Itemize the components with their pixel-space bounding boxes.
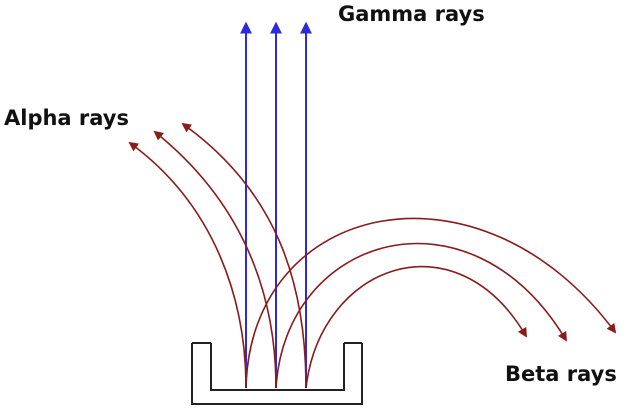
beta-ray-2 [275, 242, 567, 389]
beta-rays [245, 217, 617, 389]
gamma-rays [240, 21, 312, 388]
alpha-ray-3 [181, 122, 307, 389]
alpha-ray-2 [153, 130, 277, 389]
alpha-ray-1 [128, 141, 247, 389]
source-container [191, 342, 363, 405]
alpha-rays [128, 122, 307, 389]
container-outer [191, 343, 363, 405]
container-inner [210, 343, 345, 391]
beta-ray-1 [245, 217, 617, 389]
gamma-rays-label: Gamma rays [338, 2, 485, 26]
beta-ray-3 [305, 265, 527, 389]
alpha-rays-label: Alpha rays [4, 106, 129, 130]
beta-rays-label: Beta rays [505, 362, 617, 386]
